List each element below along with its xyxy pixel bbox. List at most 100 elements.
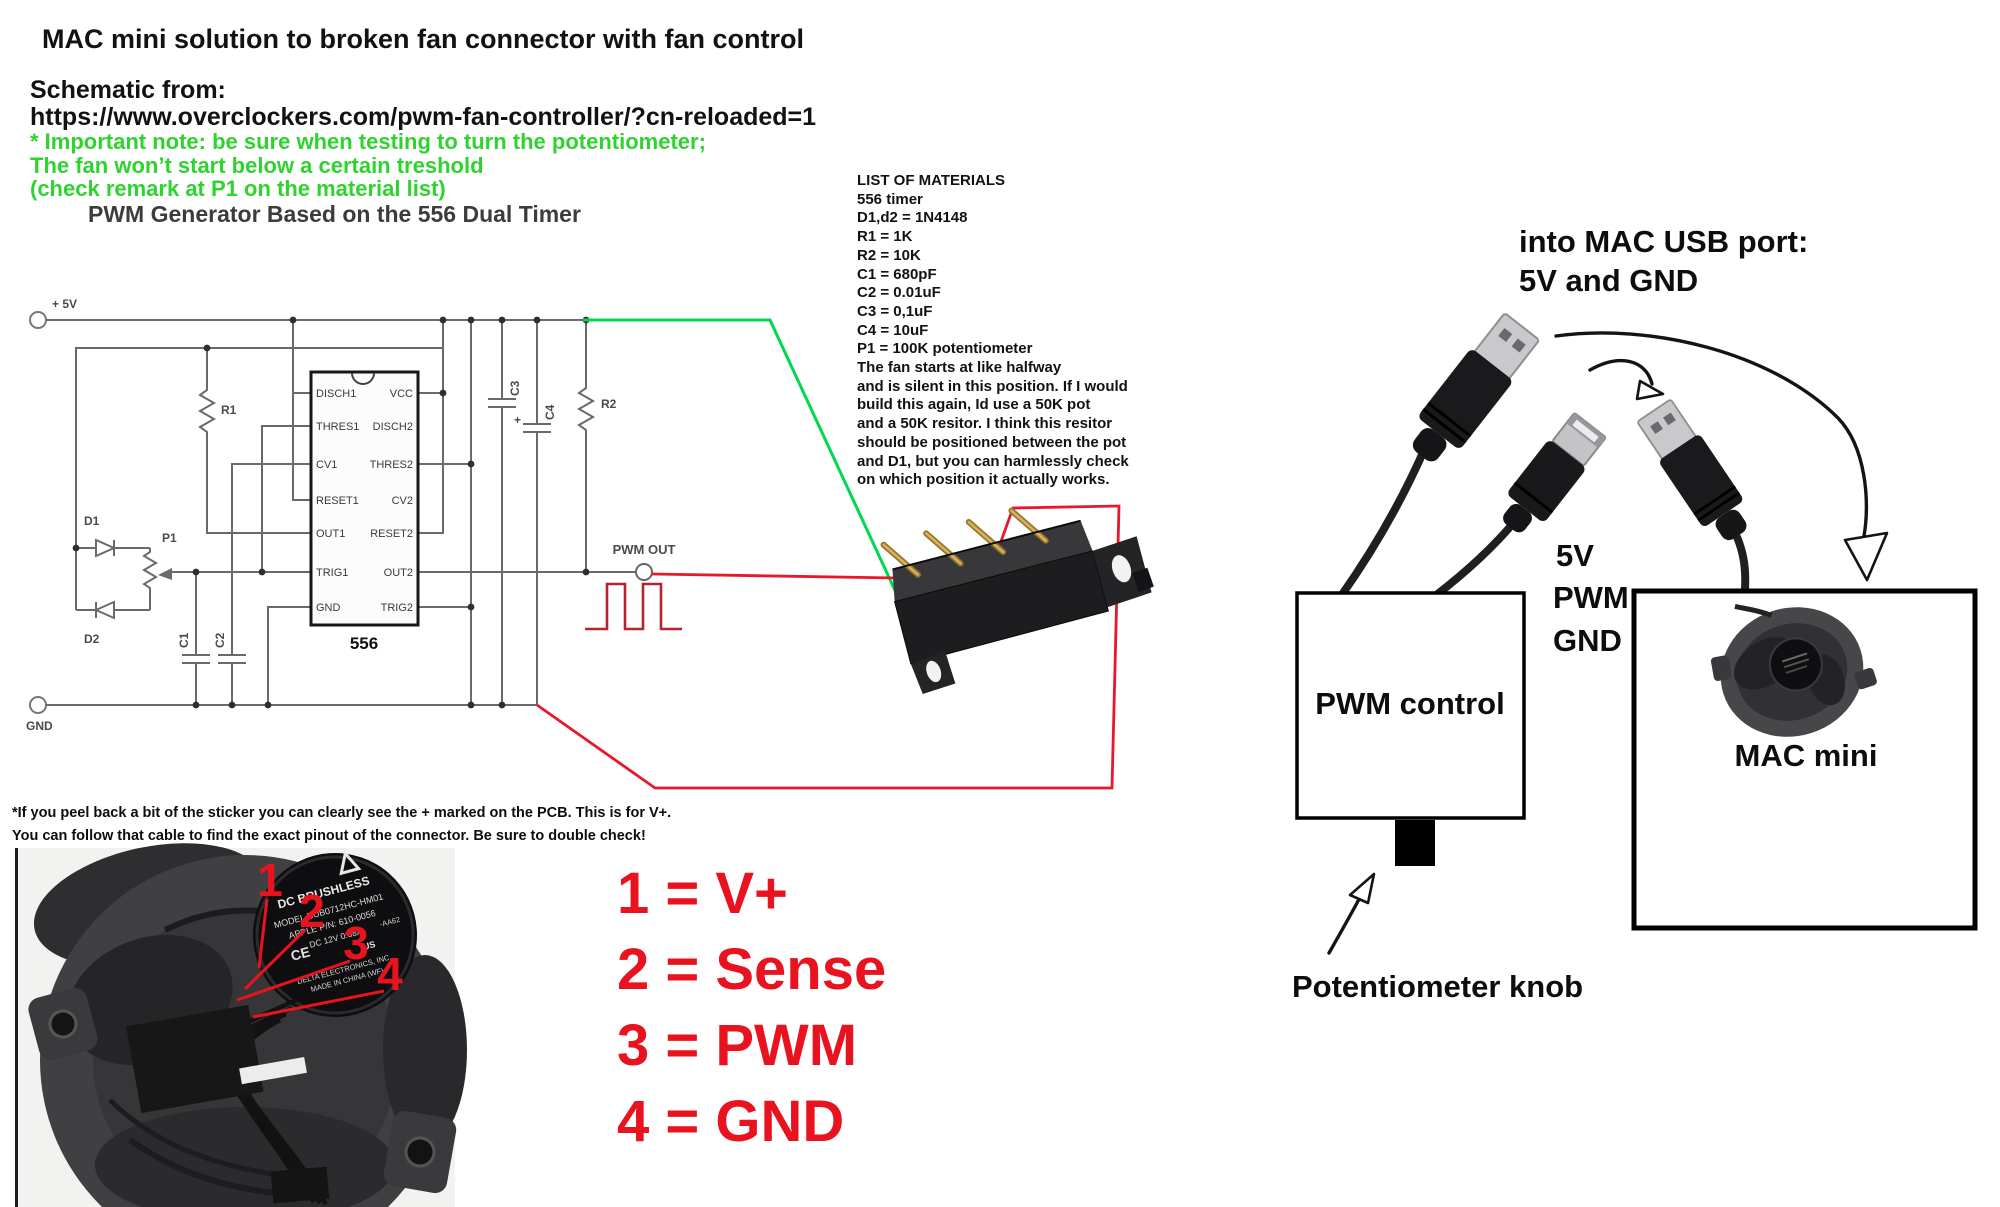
materials-line: C4 = 10uF xyxy=(857,321,929,339)
materials-line: R2 = 10K xyxy=(857,246,921,264)
pin-number-2: 2 xyxy=(299,885,325,937)
materials-line: P1 = 100K potentiometer xyxy=(857,340,1033,358)
thres2-trig2-wire xyxy=(418,320,472,705)
usb-plug-to-mac xyxy=(1398,308,1545,474)
thres1-wire xyxy=(261,425,311,572)
materials-line: build this again, Id use a 50K pot xyxy=(857,396,1091,414)
materials-line: D1,d2 = 1N4148 xyxy=(857,209,968,227)
note-line: * Important note: be sure when testing t… xyxy=(30,129,706,154)
pin-out2: OUT2 xyxy=(384,567,413,579)
materials-line: LIST OF MATERIALS xyxy=(857,172,1006,189)
footnote-line: You can follow that cable to find the ex… xyxy=(12,828,646,844)
c4-plus: + xyxy=(514,413,521,427)
green-vplus-line xyxy=(583,318,907,613)
note-line: (check remark at P1 on the material list… xyxy=(30,176,446,201)
chip-label: 556 xyxy=(350,634,378,653)
pin-marker-numbers: 1 2 3 4 xyxy=(257,854,403,1000)
knob-label: Potentiometer knob xyxy=(1292,969,1583,1004)
materials-line: C2 = 0.01uF xyxy=(857,284,941,302)
gnd-label: GND xyxy=(26,719,53,733)
fan-ear-upper-left xyxy=(28,988,98,1060)
potentiometer-knob xyxy=(1395,820,1435,866)
materials-line: on which position it actually works. xyxy=(857,471,1110,489)
legend-line: 4 = GND xyxy=(617,1089,845,1154)
materials-line: and D1, but you can harmlessly check xyxy=(857,452,1129,470)
pin-disch2: DISCH2 xyxy=(373,421,413,433)
diode-d1 xyxy=(76,538,150,558)
fan-connector-photo xyxy=(880,507,1154,694)
d1-label: D1 xyxy=(84,514,100,528)
usb-socket-female xyxy=(1503,412,1607,533)
materials-line: R1 = 1K xyxy=(857,228,913,246)
cap-c2 xyxy=(218,654,246,705)
pot-p1-wiper xyxy=(158,568,172,580)
pin-number-1: 1 xyxy=(257,854,283,906)
cap-c1 xyxy=(182,572,210,705)
pinout-legend: 1 = V+ 2 = Sense 3 = PWM 4 = GND xyxy=(617,856,886,1160)
fan-ear-bottom-right xyxy=(383,1110,457,1194)
c2-label: C2 xyxy=(213,632,227,648)
connector-pins xyxy=(880,507,1049,578)
signal-gnd: GND xyxy=(1553,623,1622,658)
chip-notch xyxy=(351,372,375,385)
pin-gnd: GND xyxy=(316,602,341,614)
plus5v-label: + 5V xyxy=(52,297,77,311)
materials-line: 556 timer xyxy=(857,190,923,208)
loop-wire xyxy=(75,347,443,610)
source-label: Schematic from: xyxy=(30,76,226,104)
materials-line: C3 = 0,1uF xyxy=(857,302,933,320)
note-line: The fan won’t start below a certain tres… xyxy=(30,152,484,178)
pin-out1: OUT1 xyxy=(316,528,345,540)
sticker-ce: CE xyxy=(289,943,312,963)
pwm-control-box xyxy=(1295,591,1526,820)
pin-cv1: CV1 xyxy=(316,459,337,471)
footnote-line: *If you peel back a bit of the sticker y… xyxy=(12,805,672,821)
pwm-control-label: PWM control xyxy=(1315,686,1504,721)
page-title: MAC mini solution to broken fan connecto… xyxy=(42,24,804,54)
c4-label: C4 xyxy=(543,404,557,420)
legend-line: 1 = V+ xyxy=(617,861,788,926)
pin-thres1: THRES1 xyxy=(316,421,359,433)
c3-label: C3 xyxy=(508,380,522,396)
red-gnd-loop xyxy=(536,504,1121,790)
usb-plug-male xyxy=(1631,395,1761,551)
r2-label: R2 xyxy=(601,397,617,411)
schematic-title: PWM Generator Based on the 556 Dual Time… xyxy=(88,201,581,227)
usb-heading-line2: 5V and GND xyxy=(1519,263,1698,298)
pwm-schematic: + 5V GND R1 R2 C1 C2 C3 + C4 D1 xyxy=(26,297,1154,790)
resistor-r2 xyxy=(576,320,596,572)
fan-hub-sticker: DC BRUSHLESS MODEL BUB0712HC-HM01 APPLE … xyxy=(253,850,417,1017)
pin-trig2: TRIG2 xyxy=(381,602,413,614)
fan-photo: DC BRUSHLESS MODEL BUB0712HC-HM01 APPLE … xyxy=(15,843,467,1207)
fan-tape-small xyxy=(270,1166,330,1204)
resistor-r1 xyxy=(197,348,311,534)
signal-pwm: PWM xyxy=(1553,580,1629,615)
square-wave-icon xyxy=(585,582,682,631)
signal-5v: 5V xyxy=(1556,538,1594,573)
materials-list: LIST OF MATERIALS 556 timer D1,d2 = 1N41… xyxy=(857,172,1129,490)
gnd-terminal xyxy=(29,696,47,714)
d2-label: D2 xyxy=(84,632,100,646)
knob-arrow-icon xyxy=(1327,872,1376,955)
pin-disch1: DISCH1 xyxy=(316,388,356,400)
gndpin-wire xyxy=(267,606,311,705)
c1-label: C1 xyxy=(177,632,191,648)
pot-p1 xyxy=(142,548,158,610)
reset1-wire xyxy=(292,320,311,501)
cv1-wire xyxy=(231,463,311,655)
usb-heading-line1: into MAC USB port: xyxy=(1519,224,1808,259)
materials-line: The fan starts at like halfway xyxy=(857,359,1062,377)
pin-reset2: RESET2 xyxy=(370,528,413,540)
photo-left-edge xyxy=(15,848,18,1207)
pin-trig1: TRIG1 xyxy=(316,567,348,579)
materials-line: and a 50K resitor. I think this resitor xyxy=(857,415,1113,433)
fan-tape xyxy=(126,1004,307,1114)
pin-thres2: THRES2 xyxy=(370,459,413,471)
pin-marker-lines xyxy=(236,898,385,1019)
usb-cable-middle xyxy=(1431,516,1520,600)
mac-mini-label: MAC mini xyxy=(1735,738,1878,773)
source-url: https://www.overclockers.com/pwm-fan-con… xyxy=(30,103,817,131)
materials-line: C1 = 680pF xyxy=(857,265,937,283)
usb-diagram: into MAC USB port: 5V and GND PWM cont xyxy=(1292,224,1978,1004)
